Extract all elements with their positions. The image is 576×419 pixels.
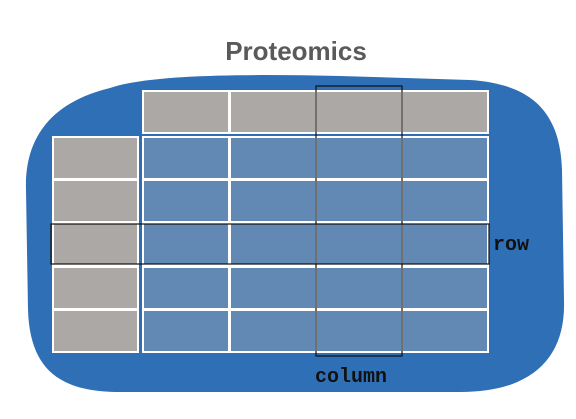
highlight-outlines: [50, 85, 490, 357]
column-header-cell: [229, 90, 317, 134]
data-cell: [401, 136, 489, 180]
data-cell: [315, 136, 403, 180]
data-cell: [229, 266, 317, 310]
data-cell: [229, 136, 317, 180]
data-cell: [315, 266, 403, 310]
data-cell: [315, 179, 403, 223]
row-header-cells: [52, 136, 139, 353]
column-label: column: [315, 366, 387, 389]
row-header-cell: [52, 309, 139, 353]
data-cell: [401, 179, 489, 223]
data-cell: [142, 222, 230, 266]
column-header-cell: [401, 90, 489, 134]
column-header-cell: [142, 90, 230, 134]
row-label: row: [493, 234, 529, 257]
diagram-title: Proteomics: [225, 36, 367, 66]
data-cell: [401, 266, 489, 310]
row-header-cell: [52, 136, 139, 180]
data-cell: [229, 309, 317, 353]
data-cell: [142, 309, 230, 353]
row-header-cell: [52, 222, 139, 266]
row-header-cell: [52, 179, 139, 223]
data-cell: [229, 179, 317, 223]
data-cell: [315, 309, 403, 353]
row-header-cell: [52, 266, 139, 310]
row-highlight-outline: [50, 223, 490, 265]
data-cell: [401, 309, 489, 353]
data-matrix-cells: [142, 136, 489, 353]
data-cell: [229, 222, 317, 266]
data-cell: [142, 179, 230, 223]
data-cell: [142, 136, 230, 180]
data-cell: [142, 266, 230, 310]
data-cell: [401, 222, 489, 266]
data-cell: [315, 222, 403, 266]
column-header-cell: [315, 90, 403, 134]
column-highlight-outline: [315, 85, 403, 357]
